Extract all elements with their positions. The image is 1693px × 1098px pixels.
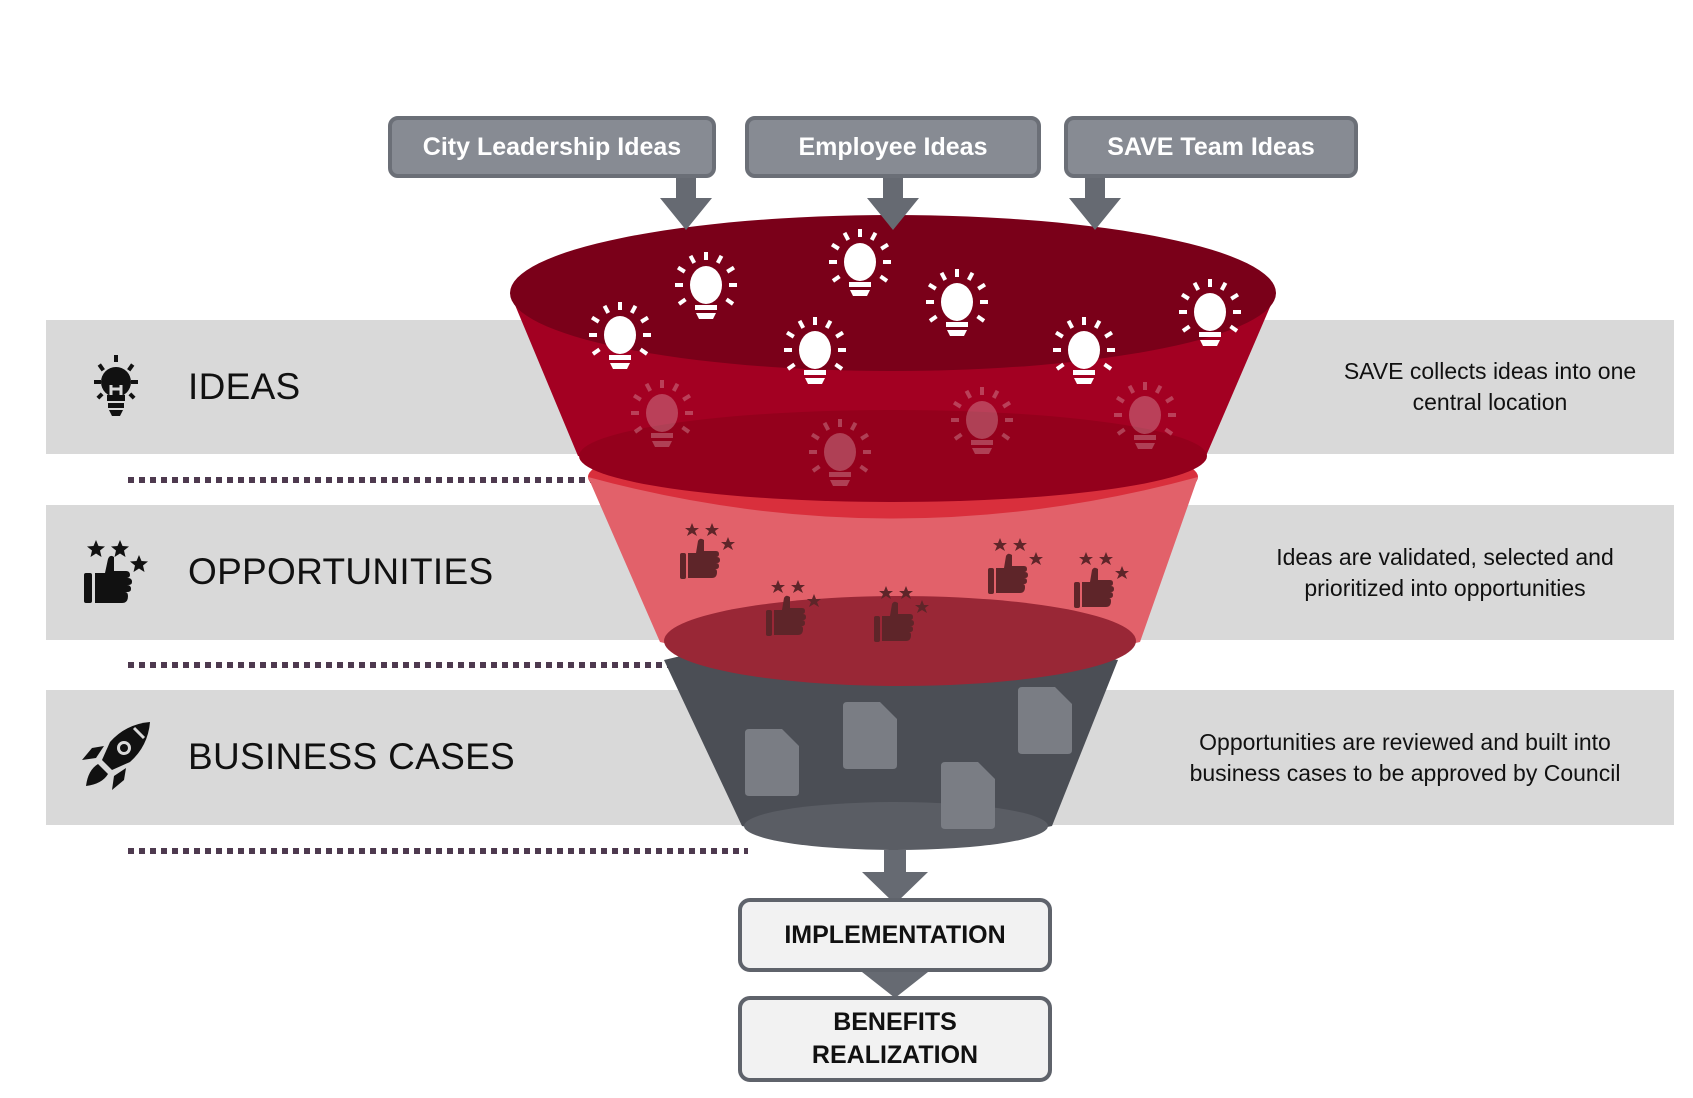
description-line: business cases to be approved by Council [1189, 760, 1621, 786]
implementation-box: IMPLEMENTATION [738, 898, 1052, 972]
stage-label-ideas: IDEAS [188, 366, 301, 407]
thumbs-up-stars-icon [84, 540, 148, 603]
stage-description-opportunities: Ideas are validated, selected and priori… [1245, 542, 1645, 604]
source-label: Employee Ideas [798, 132, 988, 161]
opportunities-separator [128, 662, 668, 668]
ideas-funnel-bottom [579, 410, 1207, 502]
stage-label-business-cases: BUSINESS CASES [188, 736, 516, 777]
business-cases-funnel-bottom [744, 802, 1048, 850]
stage-label-opportunities: OPPORTUNITIES [188, 551, 494, 592]
source-arrows [660, 178, 1121, 230]
stage-description-business-cases: Opportunities are reviewed and built int… [1150, 727, 1660, 789]
benefits-label-line: REALIZATION [811, 1041, 979, 1069]
stage-description-ideas: SAVE collects ideas into one central loc… [1300, 356, 1680, 418]
benefits-label-line: BENEFITS [833, 1008, 957, 1036]
source-box-save-team: SAVE Team Ideas [1064, 116, 1358, 178]
benefits-realization-box: BENEFITS REALIZATION [738, 996, 1052, 1082]
source-box-employee: Employee Ideas [745, 116, 1041, 178]
business-cases-separator [128, 848, 748, 854]
description-line: SAVE collects ideas into one [1343, 358, 1637, 384]
implementation-label: IMPLEMENTATION [784, 920, 1006, 949]
description-line: prioritized into opportunities [1304, 575, 1586, 601]
source-label: City Leadership Ideas [422, 132, 682, 161]
rocket-icon [82, 722, 150, 790]
description-line: central location [1412, 389, 1568, 415]
source-box-city-leadership: City Leadership Ideas [388, 116, 716, 178]
lightbulb-icon [94, 355, 138, 416]
ideas-separator [128, 477, 598, 483]
description-line: Opportunities are reviewed and built int… [1199, 729, 1611, 755]
source-label: SAVE Team Ideas [1107, 132, 1315, 161]
description-line: Ideas are validated, selected and [1276, 544, 1614, 570]
